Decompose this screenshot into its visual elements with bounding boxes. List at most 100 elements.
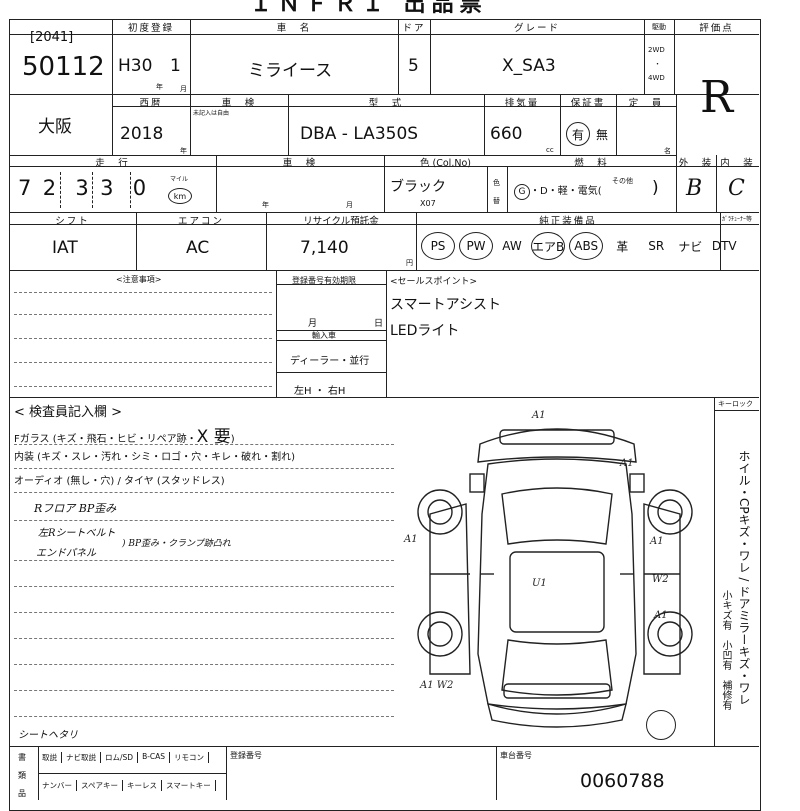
- import-label: 輸入車: [312, 331, 336, 340]
- capacity-label: 定 員: [628, 98, 664, 109]
- key-lock-label: キーロック: [718, 400, 753, 408]
- inspector-note-3: シートヘタリ: [18, 730, 78, 741]
- warranty-no: 無: [596, 128, 609, 142]
- reg-number-label: 登録番号: [230, 751, 262, 760]
- mileage-digit: 7: [18, 176, 32, 200]
- shift-value: IAT: [52, 238, 78, 258]
- document-item: スペアキー: [77, 780, 123, 791]
- document-item: ナンバー: [38, 780, 77, 791]
- inspector-audio-tire: オーディオ (無し・穴) / タイヤ (スタッドレス): [14, 476, 225, 487]
- document-item: 取説: [38, 752, 62, 763]
- drive-4wd: 4WD: [648, 74, 665, 82]
- car-name: ミライース: [248, 61, 333, 81]
- document-item: ナビ取説: [62, 752, 101, 763]
- mileage-unit-mile: マイル: [170, 176, 189, 183]
- mileage-digit: 0: [132, 176, 147, 200]
- equipment-item: PS: [421, 232, 455, 260]
- inspection-month-label: 月: [346, 201, 353, 209]
- windshield-end: ): [230, 434, 235, 445]
- grade: X_SA3: [502, 56, 556, 76]
- color-side-a: 色: [493, 179, 500, 187]
- fuel-label: 燃 料: [574, 158, 609, 169]
- inspector-note-2b: エンドパネル: [36, 548, 96, 559]
- equipment-item: DTV: [711, 239, 737, 253]
- ac-value: AC: [186, 238, 210, 258]
- inspector-windshield: Fガラス (キズ・飛石・ヒビ・リペア跡・X 要): [14, 422, 235, 447]
- import-type: ディーラー・並行: [290, 356, 370, 367]
- sales-points-label: <セールスポイント>: [390, 277, 478, 287]
- side-legend-2: 小キズ有 小凹有 補修有: [720, 590, 731, 710]
- equipment-item: エアB: [531, 232, 566, 260]
- interior-label: 内 装: [720, 158, 755, 169]
- caution-label: <注意事項>: [116, 275, 162, 284]
- color-value: ブラック: [390, 179, 446, 195]
- inspection-year-label: 年: [262, 201, 269, 209]
- damage-mark: A1: [531, 410, 546, 421]
- chassis-label: 車台番号: [500, 751, 532, 760]
- chassis-number: 0060788: [580, 770, 665, 792]
- interior-grade: C: [728, 176, 745, 201]
- first-reg-era: H30: [118, 56, 153, 76]
- reg-expiry-label: 登録番号有効期限: [292, 276, 356, 285]
- drive-label: 駆動: [652, 23, 666, 31]
- car-name-label: 車 名: [276, 23, 312, 34]
- type-label: 型 式: [368, 98, 404, 109]
- damage-mark: W2: [652, 574, 669, 585]
- equipment-label: 純正装備品: [539, 216, 597, 227]
- lot-number: 50112: [22, 52, 105, 82]
- model-year-unit: 年: [180, 147, 187, 155]
- equipment-item: SR: [648, 239, 665, 253]
- damage-mark: A1: [649, 536, 664, 547]
- damage-mark: A1: [619, 458, 634, 469]
- side-legend: ホイル・CPキズ・ワレ / ドアミラーキズ・ワレ: [737, 450, 751, 706]
- mileage-digit: 3: [75, 176, 89, 200]
- ac-label: エアコン: [177, 216, 224, 227]
- model-year: 2018: [120, 124, 164, 144]
- items-label-c: 品: [18, 789, 26, 798]
- drive-sep: ・: [654, 60, 661, 68]
- displacement-unit: cc: [546, 146, 554, 154]
- document-item: キーレス: [123, 780, 162, 791]
- inspector-interior: 内装 (キズ・スレ・汚れ・シミ・ロゴ・穴・キレ・破れ・割れ): [14, 452, 295, 463]
- inspection-note: 未記入は自由: [193, 110, 230, 117]
- type-value: DBA - LA350S: [300, 124, 419, 144]
- tuner-label: ｶﾞﾗﾁｭｰﾅｰ等: [722, 216, 753, 223]
- windshield-text: Fガラス (キズ・飛石・ヒビ・リペア跡・: [14, 434, 197, 445]
- windshield-mark: X 要: [196, 427, 231, 447]
- sheet-title: ＩＮＦＲＩ 出品票: [250, 0, 488, 17]
- damage-mark: A1: [403, 534, 418, 545]
- items-label-b: 類: [18, 771, 26, 780]
- warranty-label: 保証書: [570, 98, 606, 109]
- fuel-gasoline: G: [514, 184, 530, 200]
- recycle-yen: 円: [406, 259, 413, 267]
- inspection-label: 車 検: [221, 98, 257, 109]
- shift-label: シフト: [55, 216, 90, 227]
- first-reg-month: 1: [170, 56, 181, 76]
- door-label: ドア: [402, 23, 426, 34]
- key-circle: [646, 710, 676, 740]
- doors: 5: [408, 56, 419, 76]
- damage-mark: A1 W2: [419, 680, 453, 691]
- displacement-label: 排気量: [504, 98, 540, 109]
- mileage-digit: 3: [100, 176, 114, 200]
- car-diagram: A1 A1 A1 A1 W2 A1 U1 A1 W2: [403, 410, 693, 728]
- reg-expiry-day: 日: [374, 319, 384, 329]
- color-code: X07: [420, 199, 436, 208]
- first-reg-year-unit: 年: [156, 83, 163, 91]
- equipment-item: 革: [616, 239, 629, 254]
- fuel-other-label: その他: [612, 177, 633, 185]
- document-item: B-CAS: [138, 752, 171, 763]
- damage-mark: A1: [653, 610, 668, 621]
- equipment-item: ABS: [569, 232, 604, 260]
- score-label: 評価点: [699, 23, 734, 34]
- document-item: リモコン: [170, 752, 210, 763]
- sales-point: スマートアシスト: [390, 297, 502, 313]
- reg-expiry-month: 月: [308, 319, 318, 329]
- fuel-options: G・D・軽・電気(: [514, 182, 602, 200]
- grade-label: グレード: [513, 23, 560, 34]
- equipment-item: ナビ: [678, 239, 703, 254]
- displacement: 660: [490, 124, 523, 144]
- recycle-value: 7,140: [300, 238, 349, 258]
